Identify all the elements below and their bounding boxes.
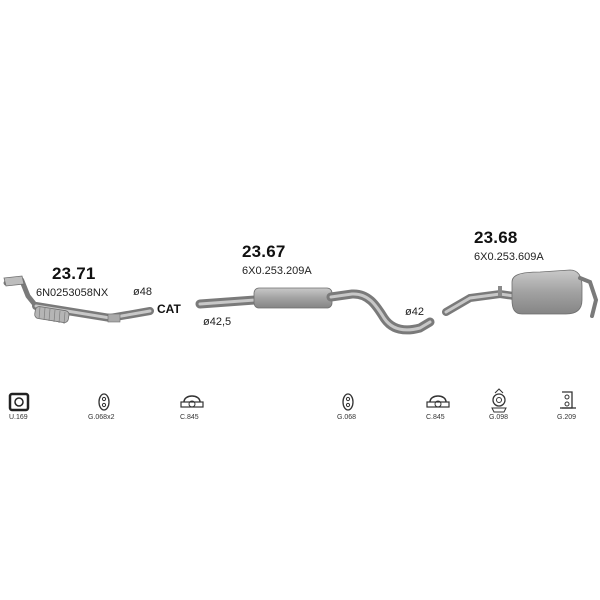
accessory-code-label: U.169 [9,414,28,421]
accessory-code-label: G.098 [489,414,509,421]
middle-silencer-23-67 [195,287,435,335]
rubber-mount-icon [491,388,507,413]
rubber-hanger-icon [342,393,354,411]
accessory-code-label: C.845 [180,414,199,421]
gasket-square-icon [8,392,30,412]
accessory-code-label: C.845 [426,414,445,421]
accessory-code-label: G.068 [337,414,357,421]
diameter-label: ø48 [133,286,152,298]
u-clamp-icon [426,395,450,408]
rear-silencer-23-68 [442,269,599,318]
diameter-label: ø42 [405,306,424,318]
u-clamp-icon [180,395,204,408]
accessory-code-label: G.068x2 [88,414,115,421]
accessory-code-label: G.209 [557,414,577,421]
part-number-label: 23.68 [474,228,518,247]
diameter-label: ø42,5 [203,316,232,328]
rubber-hanger-icon [98,393,110,411]
bracket-hanger-icon [560,391,576,409]
part-number-label: 23.71 [52,264,96,283]
part-number-label: 23.67 [242,242,286,261]
catalytic-converter-label: CAT [157,302,181,316]
oem-reference-label: 6N0253058NX [36,287,109,299]
front-pipe-23-71 [3,275,154,325]
oem-reference-label: 6X0.253.209A [242,265,312,277]
oem-reference-label: 6X0.253.609A [474,251,544,263]
